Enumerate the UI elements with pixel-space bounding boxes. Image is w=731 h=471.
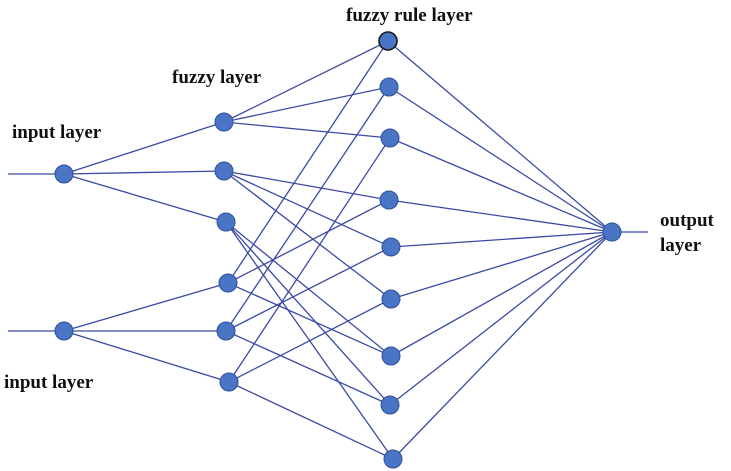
- edge-rule-output: [390, 231, 613, 248]
- edge-fuzzy-rule: [225, 246, 392, 332]
- fuzzy-rule-layer-label: fuzzy rule layer: [346, 5, 473, 26]
- fuzzy-node-f4: [218, 273, 238, 293]
- edge-fuzzy-rule: [227, 199, 390, 284]
- edge-fuzzy-rule: [225, 86, 390, 332]
- edge-rule-output: [389, 231, 613, 406]
- edge-fuzzy-rule: [227, 40, 389, 284]
- edge-fuzzy-rule: [228, 137, 391, 383]
- edge-rule-output: [389, 137, 613, 233]
- edge-input-fuzzy: [63, 330, 230, 383]
- edge-rule-output: [387, 40, 613, 233]
- edge-fuzzy-rule: [223, 170, 390, 201]
- rule-node-r3: [380, 128, 400, 148]
- edge-input-fuzzy: [63, 173, 227, 223]
- edge-rule-output: [388, 86, 613, 233]
- fuzzy-node-f5: [216, 321, 236, 341]
- input-node-in1: [54, 164, 74, 184]
- edge-fuzzy-rule: [225, 221, 391, 406]
- fuzzy-node-f3: [216, 212, 236, 232]
- edge-fuzzy-rule: [228, 298, 392, 383]
- edge-input-fuzzy: [63, 121, 225, 175]
- edge-rule-output: [390, 231, 613, 357]
- edge-input-fuzzy: [63, 282, 229, 332]
- network-nodes: [54, 31, 622, 469]
- connection-edges: [8, 40, 648, 460]
- edge-fuzzy-rule: [223, 40, 389, 123]
- rule-node-r8: [380, 395, 400, 415]
- edge-fuzzy-rule: [228, 381, 394, 460]
- edge-rule-output: [392, 231, 613, 460]
- edge-fuzzy-rule: [223, 86, 390, 123]
- edge-input-fuzzy: [63, 170, 225, 175]
- output-layer-label-line2: layer: [660, 235, 702, 256]
- rule-node-r4: [379, 190, 399, 210]
- input-layer-label-top: input layer: [12, 122, 102, 143]
- rule-node-r1: [378, 31, 398, 51]
- output-node-out: [602, 222, 622, 242]
- edge-rule-output: [390, 231, 613, 300]
- edge-fuzzy-rule: [223, 121, 391, 139]
- output-layer-label-line1: output: [660, 210, 714, 231]
- output-layer-label: output layer: [660, 208, 714, 258]
- edge-rule-output: [388, 199, 613, 233]
- edge-fuzzy-rule: [227, 282, 392, 357]
- fuzzy-node-f6: [219, 372, 239, 392]
- input-layer-label-bottom: input layer: [4, 372, 94, 393]
- rule-node-r7: [381, 346, 401, 366]
- edge-fuzzy-rule: [225, 330, 391, 406]
- fuzzy-node-f2: [214, 161, 234, 181]
- rule-node-r6: [381, 289, 401, 309]
- rule-node-r2: [379, 77, 399, 97]
- fuzzy-node-f1: [214, 112, 234, 132]
- rule-node-r9: [383, 449, 403, 469]
- fuzzy-layer-label: fuzzy layer: [172, 67, 262, 88]
- input-node-in2: [54, 321, 74, 341]
- rule-node-r5: [381, 237, 401, 257]
- edge-fuzzy-rule: [223, 170, 392, 300]
